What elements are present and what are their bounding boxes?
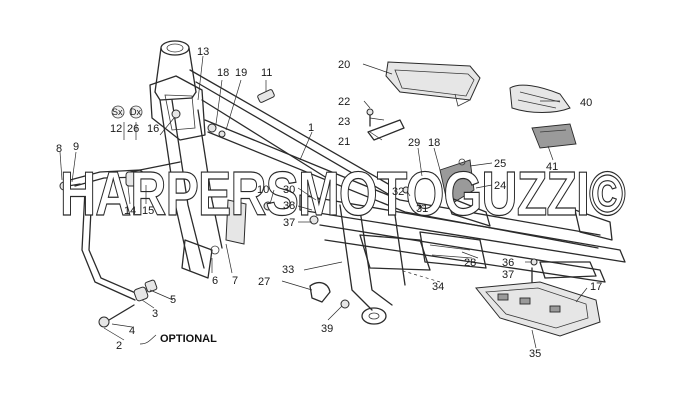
optional-caption: OPTIONAL	[160, 333, 217, 345]
callout-33: 33	[282, 264, 294, 276]
callout-31: 31	[416, 203, 428, 215]
callout-21: 21	[338, 136, 350, 148]
stand-bracket	[309, 281, 350, 309]
callout-19: 19	[235, 67, 247, 79]
bash-plate	[475, 267, 601, 337]
tool-tray	[385, 61, 481, 107]
front-mount-plates	[181, 199, 247, 279]
callout-23: 23	[338, 116, 350, 128]
callout-24: 24	[494, 180, 506, 192]
callout-16: 16	[147, 123, 159, 135]
callout-30: 30	[283, 184, 295, 196]
main-frame	[149, 40, 626, 325]
callout-15: 15	[142, 205, 154, 217]
callout-22: 22	[338, 96, 350, 108]
callout-40: 40	[580, 97, 592, 109]
callout-39: 39	[321, 323, 333, 335]
callout-17: 17	[590, 281, 602, 293]
callout-38: 38	[283, 200, 295, 212]
watermark: HARPERSMOTOGUZZI©	[60, 160, 625, 229]
callout-10: 10	[257, 184, 269, 196]
callout-35: 35	[529, 348, 541, 360]
callout-2: 2	[116, 340, 122, 352]
callout-29: 29	[408, 137, 420, 149]
leader-lines	[59, 55, 588, 349]
tool-kit	[509, 84, 577, 149]
callout-36: 36	[502, 257, 514, 269]
callout-12: 12	[110, 123, 122, 135]
callout-25: 25	[494, 158, 506, 170]
callout-41: 41	[546, 161, 558, 173]
callout-28: 28	[464, 257, 476, 269]
callout-3: 3	[152, 308, 158, 320]
callout-1: 1	[308, 122, 314, 134]
callout-11: 11	[261, 67, 272, 79]
callout-20: 20	[338, 59, 350, 71]
battery-bracket	[366, 108, 405, 141]
callout-37b: 37	[502, 269, 514, 281]
crash-bar	[59, 161, 181, 328]
callout-14: 14	[124, 205, 136, 217]
callout-27: 27	[258, 276, 270, 288]
regulator-bracket	[439, 158, 491, 227]
callout-13: 13	[197, 46, 209, 58]
callout-5: 5	[170, 294, 176, 306]
callout-6: 6	[212, 275, 218, 287]
callout-7: 7	[232, 275, 238, 287]
callout-18a: 18	[217, 67, 229, 79]
side-badges: Sx Dx	[111, 105, 143, 119]
badge-dx: Dx	[130, 107, 141, 117]
callout-37a: 37	[283, 217, 295, 229]
callout-18b: 18	[428, 137, 440, 149]
callout-26: 26	[127, 123, 139, 135]
callout-labels: 1 2 3 4 5 6 7 8 9 10 11 12 13 14 15 16 1…	[56, 46, 602, 360]
callout-4: 4	[129, 325, 135, 337]
callout-9: 9	[73, 141, 79, 153]
callout-8: 8	[56, 143, 62, 155]
callout-34: 34	[432, 281, 444, 293]
callout-32: 32	[392, 186, 404, 198]
badge-sx: Sx	[112, 107, 123, 117]
